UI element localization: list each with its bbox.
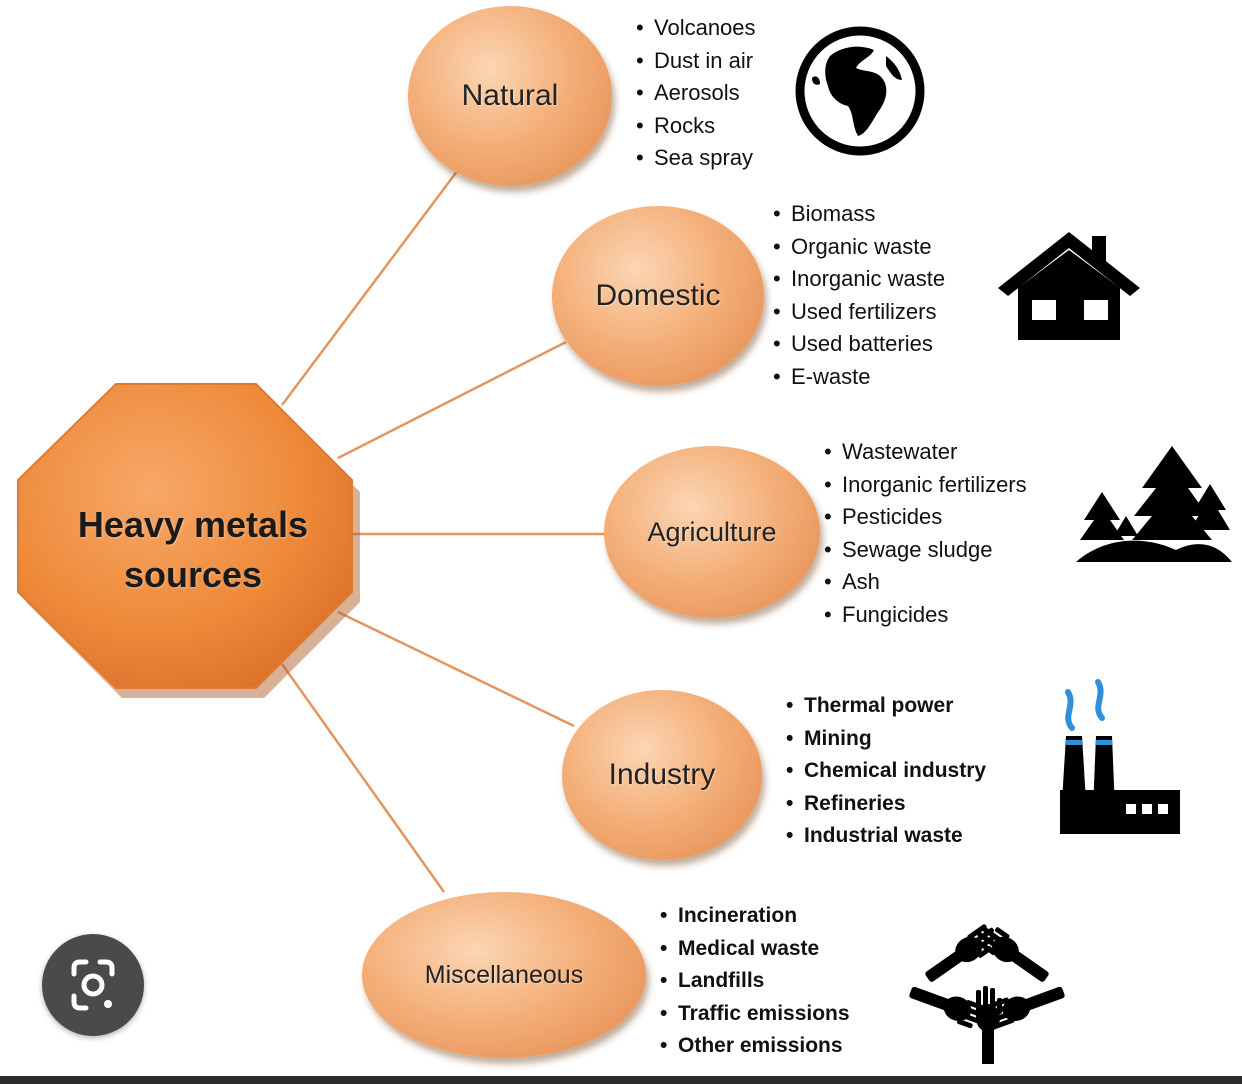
connector-domestic — [337, 340, 567, 460]
list-item: Mining — [786, 723, 986, 756]
list-item: Rocks — [636, 110, 756, 143]
list-item: Incineration — [660, 900, 850, 933]
list-item: Volcanoes — [636, 12, 756, 45]
node-domestic: Domestic — [552, 206, 764, 386]
factory-icon — [1060, 679, 1180, 834]
list-item: Wastewater — [824, 436, 1027, 469]
list-item: Refineries — [786, 788, 986, 821]
list-item: Traffic emissions — [660, 998, 850, 1031]
node-agriculture: Agriculture — [604, 446, 820, 618]
globe-icon — [795, 26, 925, 156]
list-item: Landfills — [660, 965, 850, 998]
list-item: Other emissions — [660, 1030, 850, 1063]
node-natural-label: Natural — [461, 79, 559, 112]
list-item: Ash — [824, 566, 1027, 599]
list-item: Aerosols — [636, 77, 756, 110]
list-item: Fungicides — [824, 599, 1027, 632]
center-title: Heavy metals sources — [28, 500, 358, 600]
list-item: Used fertilizers — [773, 296, 945, 329]
list-item: Biomass — [773, 198, 945, 231]
list-item: Chemical industry — [786, 755, 986, 788]
list-item: Inorganic fertilizers — [824, 469, 1027, 502]
list-item: Dust in air — [636, 45, 756, 78]
node-domestic-label: Domestic — [595, 279, 721, 312]
list-item: Industrial waste — [786, 820, 986, 853]
list-item: E-waste — [773, 361, 945, 394]
lens-search-icon — [71, 959, 115, 1011]
list-natural: Volcanoes Dust in air Aerosols Rocks Sea… — [636, 12, 756, 175]
bottom-bar — [0, 1076, 1242, 1084]
node-industry-label: Industry — [608, 758, 716, 791]
center-octagon — [17, 383, 353, 689]
list-item: Thermal power — [786, 690, 986, 723]
list-miscellaneous: Incineration Medical waste Landfills Tra… — [660, 900, 850, 1063]
list-item: Inorganic waste — [773, 263, 945, 296]
list-item: Pesticides — [824, 501, 1027, 534]
list-domestic: Biomass Organic waste Inorganic waste Us… — [773, 198, 945, 394]
hands-icon — [909, 924, 1065, 1064]
list-item: Sea spray — [636, 142, 756, 175]
trees-icon — [1076, 446, 1232, 562]
list-item: Sewage sludge — [824, 534, 1027, 567]
node-miscellaneous-label: Miscellaneous — [424, 960, 584, 989]
node-industry: Industry — [562, 690, 762, 860]
list-item: Medical waste — [660, 933, 850, 966]
node-agriculture-label: Agriculture — [647, 516, 777, 547]
list-industry: Thermal power Mining Chemical industry R… — [786, 690, 986, 853]
list-item: Organic waste — [773, 231, 945, 264]
center-title-line2: sources — [123, 554, 263, 595]
connector-miscellaneous — [280, 663, 446, 893]
node-miscellaneous: Miscellaneous — [362, 892, 646, 1058]
lens-search-button[interactable] — [42, 934, 144, 1036]
list-item: Used batteries — [773, 328, 945, 361]
node-natural: Natural — [408, 6, 612, 186]
list-agriculture: Wastewater Inorganic fertilizers Pestici… — [824, 436, 1027, 632]
center-title-line1: Heavy metals — [77, 504, 309, 545]
connector-natural — [280, 169, 460, 406]
house-icon — [998, 232, 1140, 340]
connector-industry — [337, 610, 575, 728]
